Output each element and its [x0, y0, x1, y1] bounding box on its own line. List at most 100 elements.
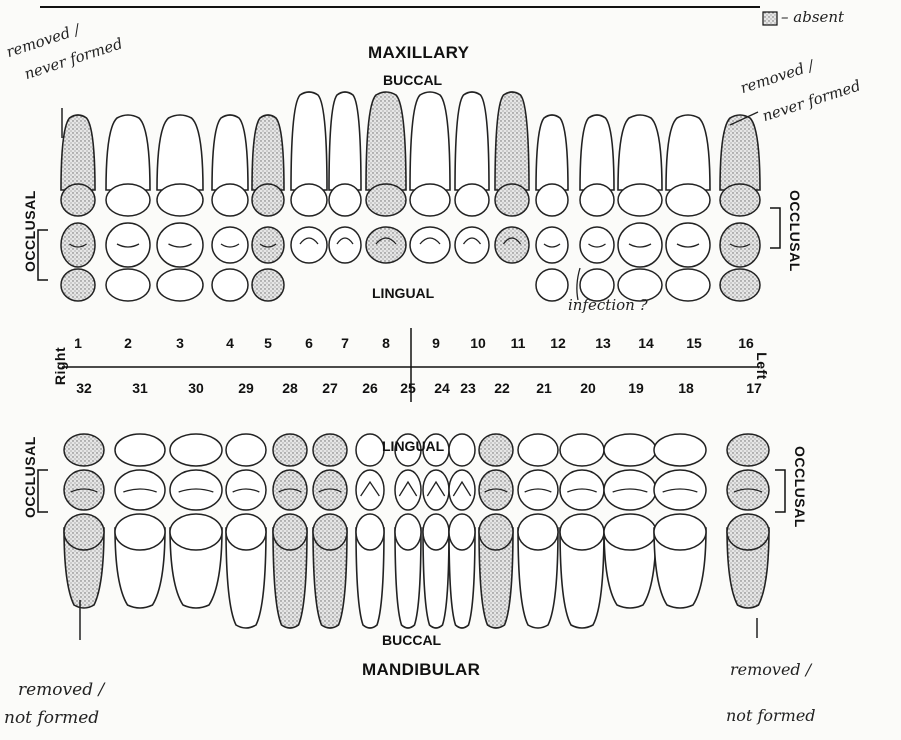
occlusal-label-upper-right: OCCLUSAL — [787, 190, 803, 270]
upper-tooth-2-lingual — [106, 269, 150, 301]
upper-tooth-9 — [410, 92, 450, 263]
tooth-number-23: 23 — [456, 380, 480, 396]
tooth-number-25: 25 — [396, 380, 420, 396]
tooth-number-20: 20 — [576, 380, 600, 396]
lower-tooth-27-occlusal — [313, 470, 347, 510]
upper-tooth-6-buccal-crown — [291, 184, 327, 216]
occlusal-label-lower-right: OCCLUSAL — [792, 446, 808, 526]
upper-tooth-13-buccal-crown — [580, 184, 614, 216]
maxillary-heading: MAXILLARY — [368, 43, 469, 63]
lower-tooth-30-lingual — [170, 434, 222, 466]
buccal-upper-label: BUCCAL — [383, 72, 442, 88]
mandibular-heading: MANDIBULAR — [362, 660, 480, 680]
upper-tooth-2 — [106, 115, 150, 301]
lower-tooth-19-lingual — [604, 434, 656, 466]
tooth-number-10: 10 — [466, 335, 490, 351]
upper-tooth-4-occlusal — [212, 227, 248, 263]
lower-tooth-28-buccal-crown — [273, 514, 307, 550]
annotation-infection: infection ? — [568, 296, 648, 314]
upper-tooth-8-root — [366, 92, 406, 190]
tooth-number-7: 7 — [333, 335, 357, 351]
upper-tooth-12-lingual — [536, 269, 568, 301]
upper-tooth-3-lingual — [157, 269, 203, 301]
lower-tooth-29-buccal-crown — [226, 514, 266, 550]
upper-tooth-13-occlusal — [580, 227, 614, 263]
upper-tooth-8-occlusal — [366, 227, 406, 263]
upper-tooth-6-occlusal — [291, 227, 327, 263]
upper-tooth-3-root — [157, 115, 203, 190]
upper-tooth-9-buccal-crown — [410, 184, 450, 216]
upper-tooth-13 — [580, 115, 614, 301]
lower-tooth-25-occlusal — [395, 470, 421, 510]
upper-tooth-1-root — [61, 115, 95, 190]
tooth-number-30: 30 — [184, 380, 208, 396]
upper-tooth-10-root — [455, 92, 489, 190]
upper-tooth-15-lingual — [666, 269, 710, 301]
annotation-bottom-left-2: not formed — [4, 708, 99, 728]
upper-tooth-12 — [536, 115, 568, 301]
upper-tooth-14 — [618, 115, 662, 301]
tooth-number-16: 16 — [734, 335, 758, 351]
lower-tooth-21-buccal-crown — [518, 514, 558, 550]
lower-tooth-20-lingual — [560, 434, 604, 466]
tooth-number-29: 29 — [234, 380, 258, 396]
upper-tooth-1-buccal-crown — [61, 184, 95, 216]
annotation-bottom-right-2: not formed — [726, 706, 816, 725]
tooth-number-24: 24 — [430, 380, 454, 396]
lower-tooth-32 — [64, 434, 104, 608]
lower-tooth-29-occlusal — [226, 470, 266, 510]
tooth-number-27: 27 — [318, 380, 342, 396]
upper-tooth-11-buccal-crown — [495, 184, 529, 216]
occlusal-bracket-lower-right — [775, 470, 785, 512]
lower-tooth-22-occlusal — [479, 470, 513, 510]
lower-tooth-21-occlusal — [518, 470, 558, 510]
upper-tooth-10 — [455, 92, 489, 263]
lingual-upper-label: LINGUAL — [372, 285, 434, 301]
lower-tooth-20 — [560, 434, 604, 628]
annotation-bottom-left-1: removed / — [18, 680, 104, 700]
lower-tooth-17 — [727, 434, 769, 608]
upper-tooth-16-root — [720, 115, 760, 190]
lower-tooth-19-buccal-crown — [604, 514, 656, 550]
upper-tooth-12-occlusal — [536, 227, 568, 263]
upper-tooth-1-occlusal — [61, 223, 95, 267]
lower-tooth-20-occlusal — [560, 470, 604, 510]
occlusal-bracket-upper-right — [770, 208, 780, 248]
upper-tooth-2-occlusal — [106, 223, 150, 267]
upper-tooth-3-buccal-crown — [157, 184, 203, 216]
upper-tooth-5-lingual — [252, 269, 284, 301]
upper-tooth-11-occlusal — [495, 227, 529, 263]
upper-tooth-7-buccal-crown — [329, 184, 361, 216]
tooth-number-5: 5 — [256, 335, 280, 351]
right-side-label: Right — [52, 346, 68, 386]
upper-tooth-14-occlusal — [618, 223, 662, 267]
upper-tooth-16-buccal-crown — [720, 184, 760, 216]
lower-tooth-29-lingual — [226, 434, 266, 466]
occlusal-bracket-upper-left — [38, 230, 48, 280]
lower-tooth-30-occlusal — [170, 470, 222, 510]
lower-tooth-25 — [395, 434, 421, 628]
tooth-number-2: 2 — [116, 335, 140, 351]
lower-tooth-18-lingual — [654, 434, 706, 466]
tooth-number-31: 31 — [128, 380, 152, 396]
tooth-number-4: 4 — [218, 335, 242, 351]
upper-tooth-2-buccal-crown — [106, 184, 150, 216]
tooth-number-12: 12 — [546, 335, 570, 351]
tooth-number-9: 9 — [424, 335, 448, 351]
tooth-number-1: 1 — [66, 335, 90, 351]
lower-tooth-17-buccal-crown — [727, 514, 769, 550]
upper-tooth-3-occlusal — [157, 223, 203, 267]
lower-tooth-21-lingual — [518, 434, 558, 466]
upper-tooth-13-root — [580, 115, 614, 190]
lower-tooth-32-buccal-crown — [64, 514, 104, 550]
tooth-number-28: 28 — [278, 380, 302, 396]
tooth-number-19: 19 — [624, 380, 648, 396]
tooth-number-13: 13 — [591, 335, 615, 351]
upper-tooth-10-buccal-crown — [455, 184, 489, 216]
upper-tooth-4-lingual — [212, 269, 248, 301]
tooth-number-11: 11 — [506, 335, 530, 351]
lower-tooth-31 — [115, 434, 165, 608]
lower-tooth-26 — [356, 434, 384, 628]
upper-tooth-5 — [252, 115, 284, 301]
buccal-lower-label: BUCCAL — [382, 632, 441, 648]
